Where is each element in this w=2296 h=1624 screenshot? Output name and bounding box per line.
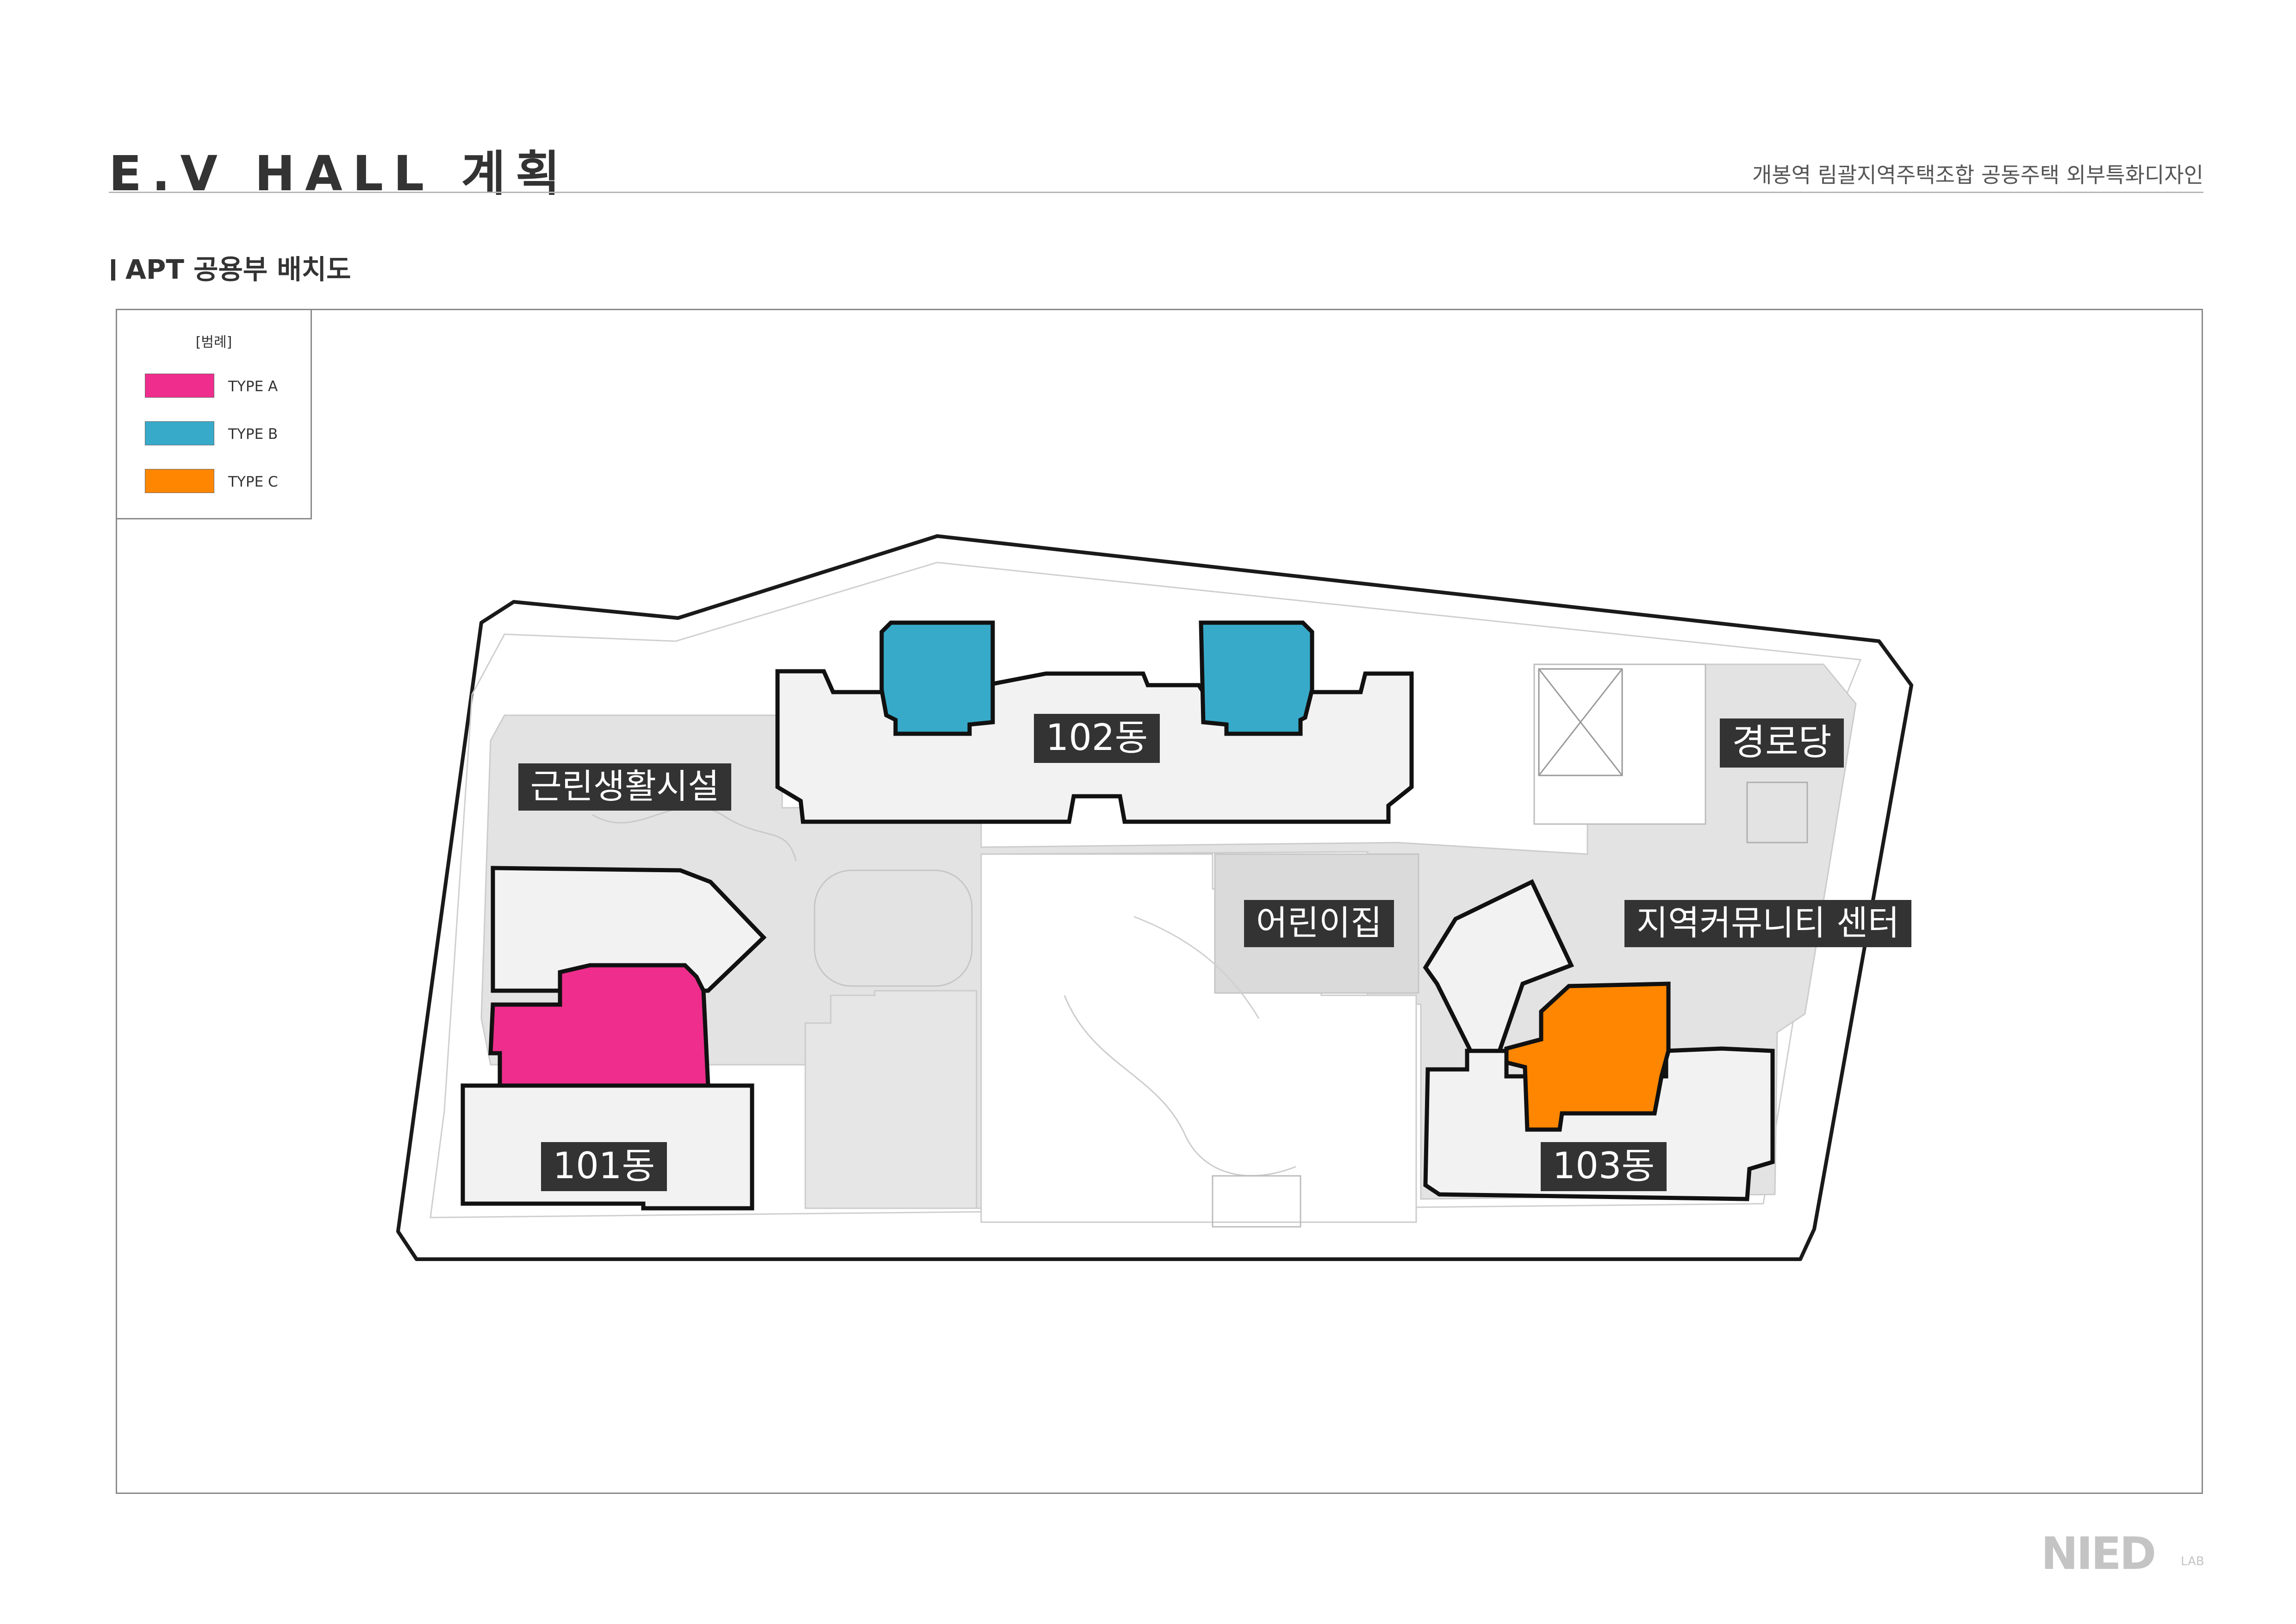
seniors-block-cross2 [1538,668,1623,776]
legend-title: [범례] [195,334,232,350]
label-seniors: 경로당 [1720,718,1844,768]
building-103-main [1423,1046,1775,1201]
legend-label-type-a: TYPE A [228,378,278,395]
landscape-path [592,806,797,862]
legend-swatch-type-c [145,469,214,493]
label-103: 103동 [1540,1142,1667,1191]
courtyard-feature [1212,1175,1301,1228]
section-heading-text: APT 공용부 배치도 [125,254,351,285]
building-101-north [491,866,767,993]
legend-swatch-type-a [145,374,214,398]
legend-swatch-type-b [145,421,214,445]
type-c-core [1504,981,1671,1132]
title-divider [109,192,2203,193]
legend-label-type-c: TYPE C [228,474,278,490]
seniors-block [1533,663,1706,825]
legend-label-type-b: TYPE B [228,426,278,443]
legend: [범례] TYPE A TYPE B TYPE C [116,309,312,519]
logo-sub: LAB [2181,1555,2204,1568]
label-commercial: 근린생활시설 [518,763,732,811]
logo: NIED [2041,1528,2156,1580]
plan-frame [116,309,2203,1494]
label-101: 101동 [541,1142,667,1191]
label-102: 102동 [1033,714,1160,763]
label-community: 지역커뮤니티 센터 [1624,900,1912,947]
landscape-path [1133,916,1260,1019]
seniors-side-square [1746,781,1808,843]
lower-left-zone [804,990,977,1209]
section-heading: APT 공용부 배치도 [111,248,351,287]
type-a-core [488,963,710,1088]
type-b-core-right [1199,620,1314,736]
seniors-block-inner [1538,668,1623,776]
plaza-rounded [814,869,973,987]
page-subtitle: 개봉역 림괄지역주택조합 공동주택 외부특화디자인 [1752,162,2203,187]
heading-bar-icon [111,259,115,281]
label-daycare: 어린이집 [1244,900,1394,947]
type-b-core-left [879,620,995,736]
